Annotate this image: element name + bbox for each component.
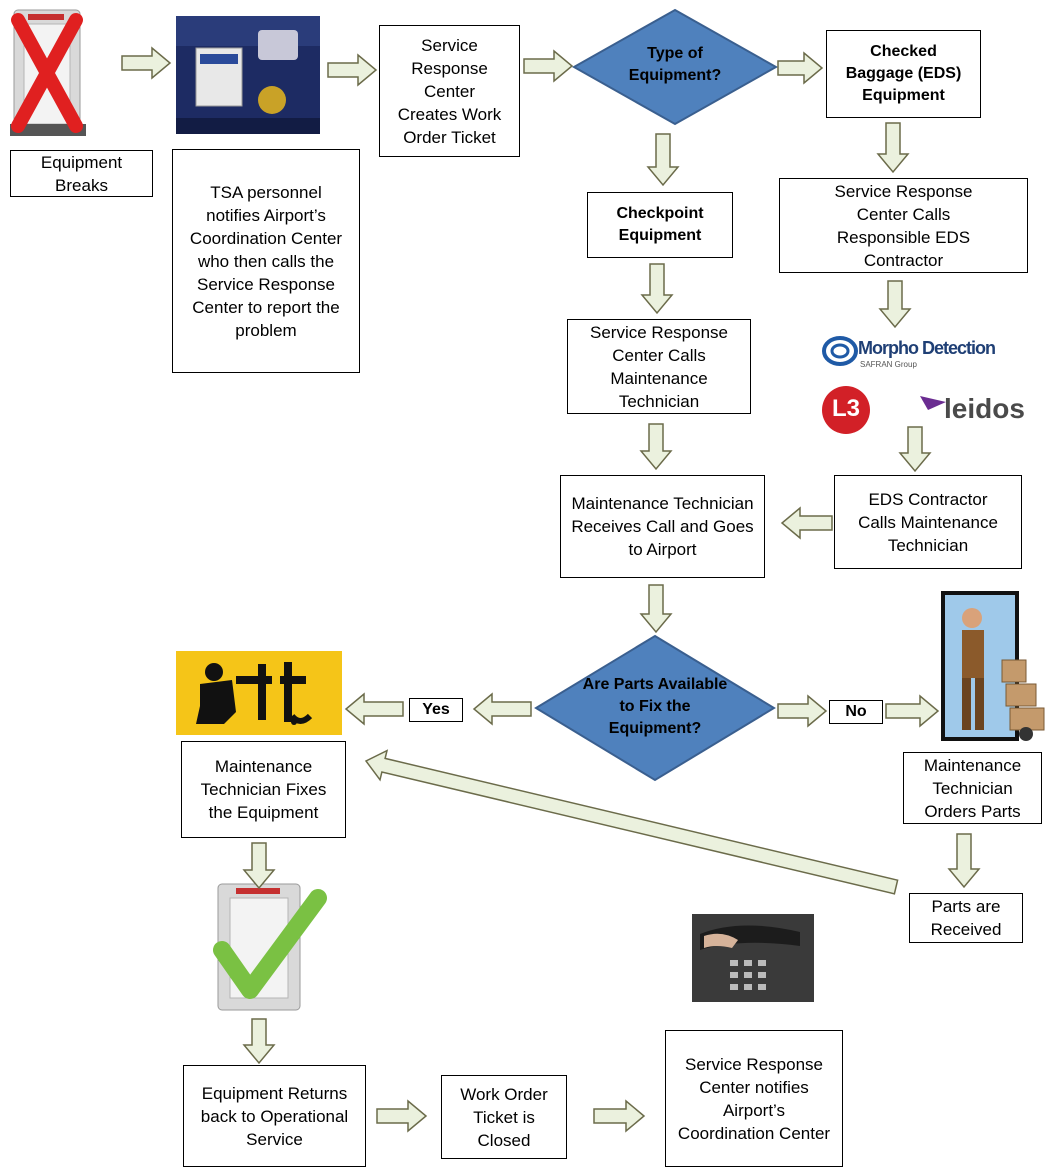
morpho-logo-text: Morpho Detection xyxy=(858,338,996,358)
arrow-src-eds-to-logos xyxy=(878,280,912,329)
fixed-scanner-icon xyxy=(213,883,327,1011)
no-label: No xyxy=(829,700,883,724)
eds-calls-tech-box: EDS Contractor Calls Maintenance Technic… xyxy=(834,475,1022,569)
arrow-type-to-checked xyxy=(777,51,824,85)
arrow-returns-to-closed xyxy=(376,1099,428,1133)
arrow-yes-to-tools xyxy=(344,692,404,726)
morpho-logo-subtext: SAFRAN Group xyxy=(860,360,917,369)
morpho-logo-icon xyxy=(822,336,858,366)
arrow-type-to-checkpoint xyxy=(646,133,680,187)
arrow-logos-to-eds-calls xyxy=(898,426,932,473)
arrow-src-to-type xyxy=(523,49,574,83)
src-notifies-box: Service Response Center notifies Airport… xyxy=(665,1030,843,1167)
type-of-equipment-label: Type of Equipment? xyxy=(628,45,722,84)
arrow-src-tech-to-receives xyxy=(639,423,673,471)
tech-orders-box: Maintenance Technician Orders Parts xyxy=(903,752,1042,824)
returns-service-box: Equipment Returns back to Operational Se… xyxy=(183,1065,366,1167)
tsa-notifies-box: TSA personnel notifies Airport’s Coordin… xyxy=(172,149,360,373)
flow-arrows xyxy=(121,46,981,1133)
arrow-parts-to-yes xyxy=(472,692,532,726)
arrow-breaks-to-tsa xyxy=(121,46,172,80)
tsa-officer-photo xyxy=(176,16,320,134)
arrow-receives-to-parts xyxy=(639,584,673,634)
arrow-fixes-to-scanner xyxy=(242,842,276,890)
delivery-man-illustration-icon xyxy=(941,591,1045,741)
leidos-logo-icon xyxy=(920,396,946,410)
parts-received-box: Parts are Received xyxy=(909,893,1023,943)
parts-available-diamond xyxy=(534,634,776,782)
arrow-checkpoint-to-src-tech xyxy=(640,263,674,315)
arrow-received-to-fixes xyxy=(364,749,899,895)
checked-baggage-box: Checked Baggage (EDS) Equipment xyxy=(826,30,981,118)
l3-logo-text: L3 xyxy=(831,395,860,422)
arrow-orders-to-received xyxy=(947,833,981,889)
checkpoint-equipment-box: Checkpoint Equipment xyxy=(587,192,733,258)
src-creates-ticket-box: Service Response Center Creates Work Ord… xyxy=(379,25,520,157)
ticket-closed-box: Work Order Ticket is Closed xyxy=(441,1075,567,1159)
telephone-photo-icon xyxy=(692,914,814,1002)
tech-receives-box: Maintenance Technician Receives Call and… xyxy=(560,475,765,578)
arrow-parts-to-no xyxy=(777,694,828,728)
arrow-checked-to-src-eds xyxy=(876,122,910,174)
arrow-closed-to-notifies xyxy=(593,1099,646,1133)
arrow-tsa-to-src xyxy=(327,53,378,87)
yes-label: Yes xyxy=(409,698,463,722)
parts-available-label: Are Parts Available to Fix the Equipment… xyxy=(582,676,728,737)
arrow-no-to-orders xyxy=(885,694,940,728)
broken-scanner-icon xyxy=(10,9,86,136)
arrow-eds-calls-to-receives xyxy=(780,506,833,540)
leidos-logo-text: leidos xyxy=(944,393,1025,424)
tech-fixes-box: Maintenance Technician Fixes the Equipme… xyxy=(181,741,346,838)
src-calls-eds-box: Service Response Center Calls Responsibl… xyxy=(779,178,1028,273)
type-of-equipment-diamond xyxy=(571,8,779,126)
src-calls-tech-box: Service Response Center Calls Maintenanc… xyxy=(567,319,751,414)
tools-illustration-icon xyxy=(176,651,342,735)
equipment-breaks-box: Equipment Breaks xyxy=(10,150,153,197)
arrow-scanner-to-returns xyxy=(242,1018,276,1065)
l3-logo-icon xyxy=(822,386,870,434)
